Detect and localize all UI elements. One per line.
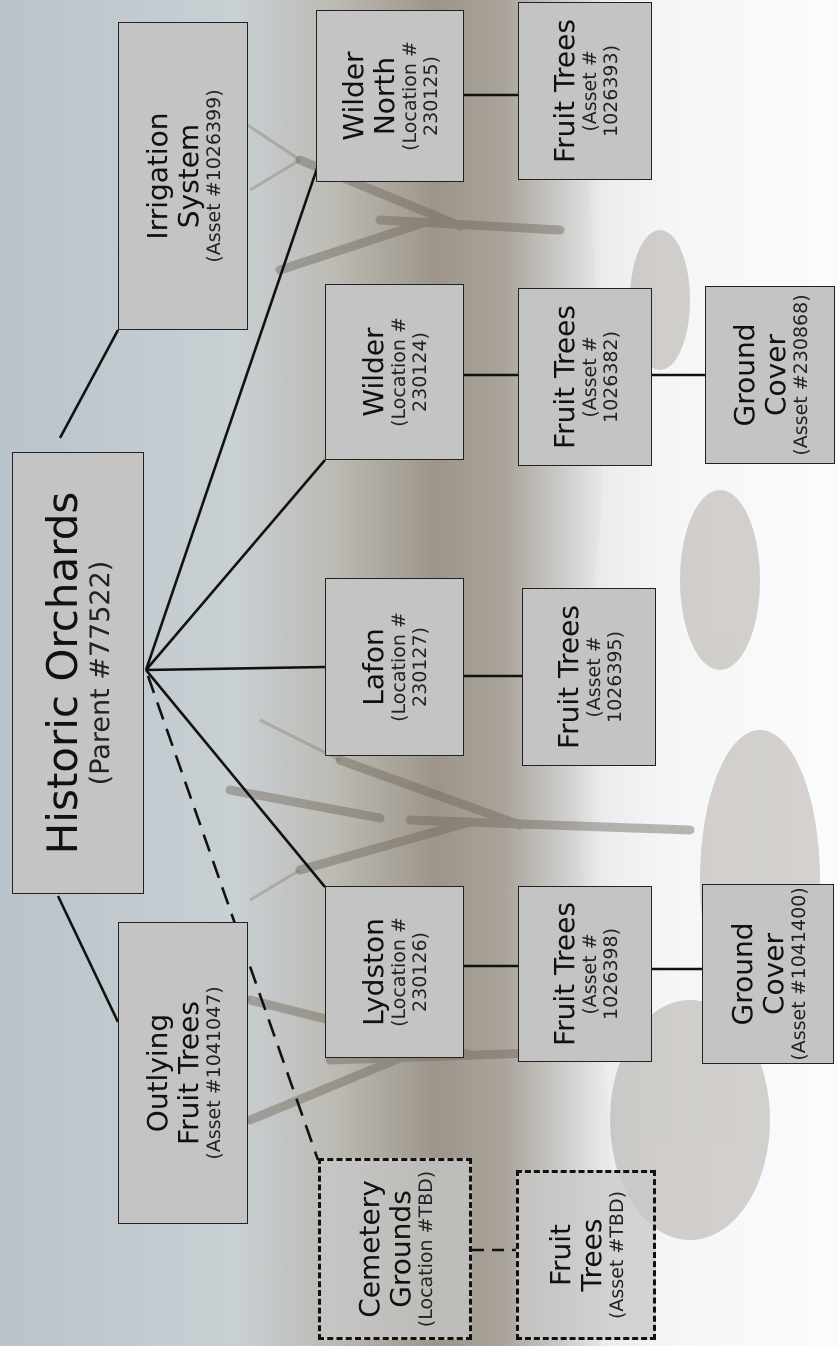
node-title: Historic Orchards	[38, 491, 87, 855]
node-cemetery-fruit-trees: Fruit Trees (Asset #TBD)	[516, 1170, 656, 1340]
edge-root-wilder-north	[144, 144, 327, 671]
node-lafon-fruit-trees: Fruit Trees (Asset # 1026395)	[522, 588, 656, 766]
edge-root-cemetery-dashed	[146, 675, 320, 1161]
node-wilder-ground-cover: Ground Cover (Asset #230868)	[705, 286, 835, 464]
node-lafon: Lafon (Location # 230127)	[325, 578, 464, 756]
edge-root-outlying	[56, 895, 120, 1023]
node-outlying-fruit-trees: Outlying Fruit Trees (Asset #1041047)	[118, 922, 248, 1224]
node-wilder-north-fruit-trees: Fruit Trees (Asset # 1026393)	[518, 2, 652, 180]
edge-root-lafon	[145, 665, 326, 672]
edge-root-irrigation	[58, 329, 120, 439]
edge-root-lydston	[144, 669, 327, 888]
node-lydston-fruit-trees: Fruit Trees (Asset # 1026398)	[518, 886, 652, 1062]
node-historic-orchards: Historic Orchards (Parent #77522)	[12, 452, 144, 894]
node-lydston: Lydston (Location # 230126)	[325, 886, 464, 1058]
edge-root-wilder	[145, 459, 326, 671]
node-wilder-fruit-trees: Fruit Trees (Asset # 1026382)	[518, 288, 652, 466]
node-cemetery-grounds: Cemetery Grounds (Location #TBD)	[318, 1158, 472, 1340]
node-lydston-ground-cover: Ground Cover (Asset #1041400)	[702, 884, 834, 1064]
node-subtitle: (Parent #77522)	[85, 560, 116, 786]
node-irrigation-system: Irrigation System (Asset #1026399)	[118, 22, 248, 330]
node-wilder: Wilder (Location # 230124)	[325, 284, 464, 460]
node-wilder-north: Wilder North (Location # 230125)	[316, 10, 464, 182]
